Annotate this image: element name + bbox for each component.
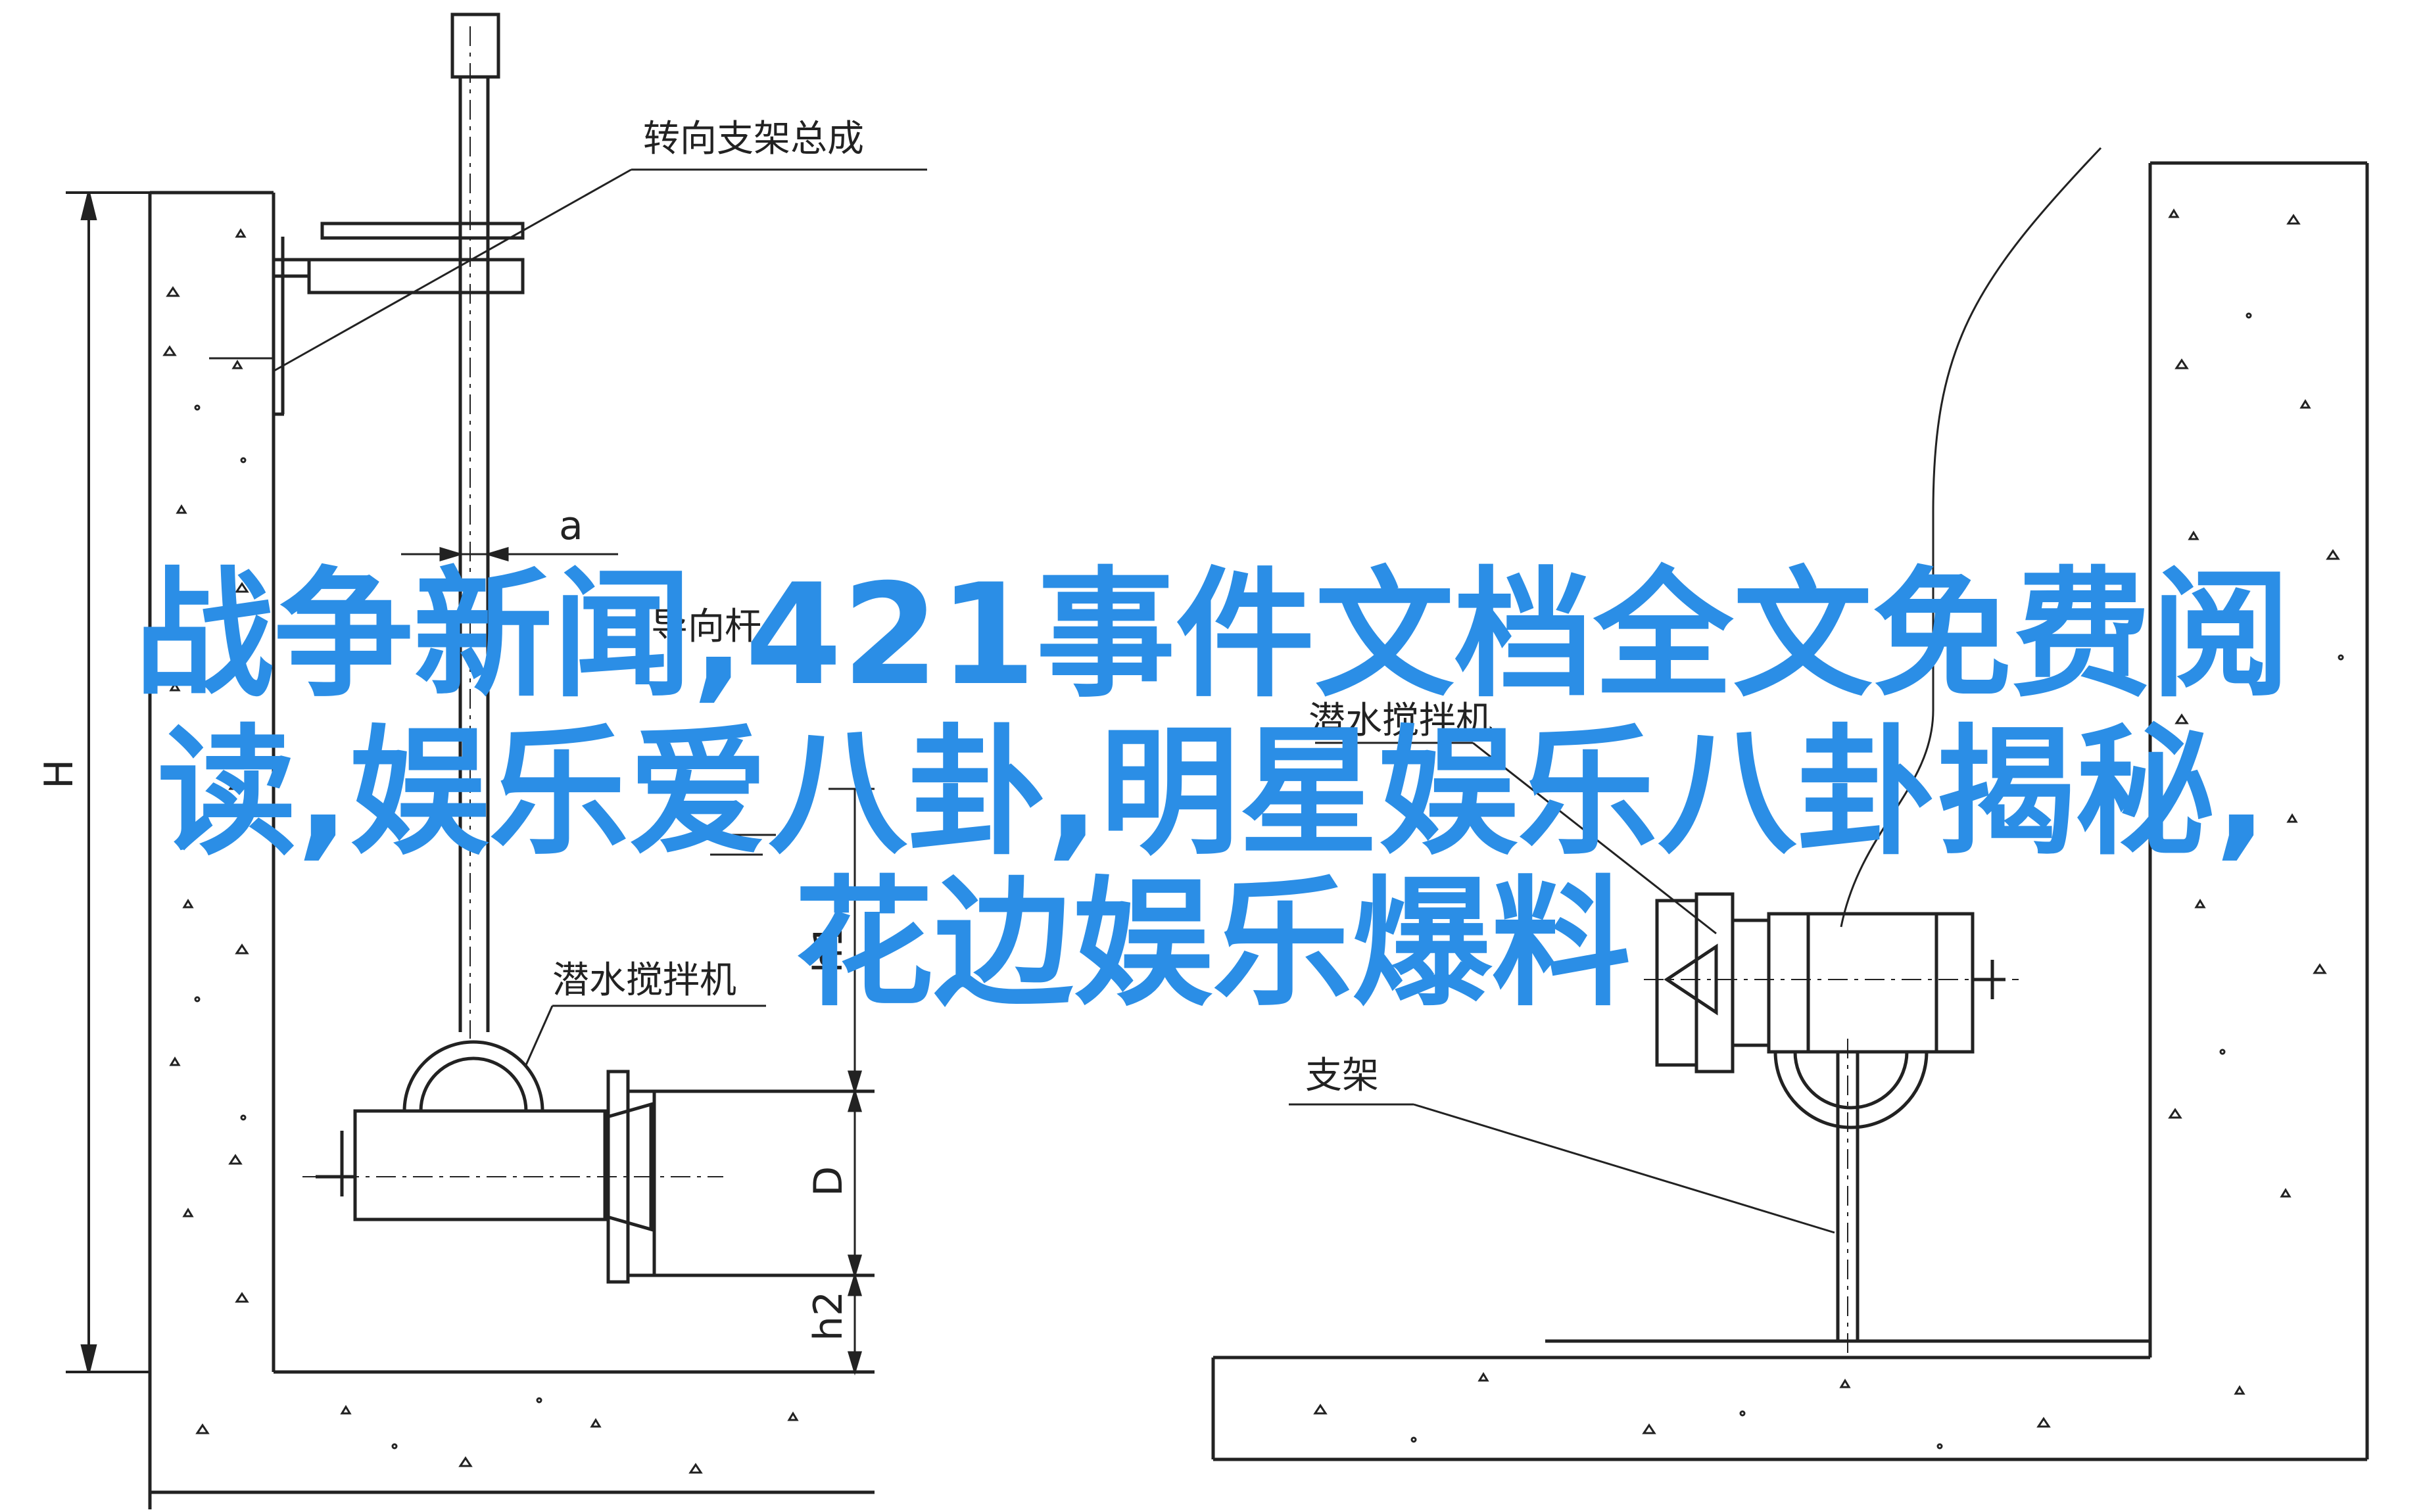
headline-line-2: 读,娱乐爱八卦,明星娱乐八卦揭秘, bbox=[157, 711, 2268, 874]
water-level-mark bbox=[697, 834, 776, 856]
label-mixer-right: 潜水搅拌机 bbox=[1309, 699, 1493, 742]
label-dimension-a: a bbox=[559, 503, 583, 549]
dimension-a bbox=[401, 546, 618, 562]
lifting-cable bbox=[1840, 147, 2102, 928]
left-tank-floor bbox=[150, 1370, 875, 1494]
dimension-column bbox=[828, 788, 875, 1376]
right-tank-wall bbox=[2148, 161, 2369, 1459]
label-dimension-h2: h2 bbox=[805, 1291, 852, 1341]
mixer-right bbox=[1644, 892, 2019, 1129]
concrete-hatching-right bbox=[1313, 208, 2344, 1450]
dimension-H bbox=[66, 191, 150, 1373]
mixer-left bbox=[302, 1040, 875, 1284]
right-tank-floor bbox=[1211, 1339, 2367, 1461]
label-steering-bracket: 转向支架总成 bbox=[643, 118, 864, 160]
headline-line-3: 花边娱乐爆料 bbox=[794, 862, 1631, 1025]
label-dimension-h1: h1 bbox=[805, 923, 852, 973]
label-dimension-D: D bbox=[805, 1166, 852, 1196]
concrete-hatching-left bbox=[162, 228, 799, 1474]
label-dimension-H: H bbox=[36, 759, 82, 789]
support-post bbox=[1836, 1039, 1860, 1354]
label-mixer-left: 潜水搅拌机 bbox=[552, 959, 736, 1002]
left-tank-wall bbox=[148, 191, 276, 1509]
headline-line-1: 战争新闻,421事件文档全文免费阅 bbox=[134, 554, 2291, 716]
label-guide-rod: 导向杆 bbox=[651, 605, 761, 648]
label-support: 支架 bbox=[1305, 1054, 1379, 1097]
